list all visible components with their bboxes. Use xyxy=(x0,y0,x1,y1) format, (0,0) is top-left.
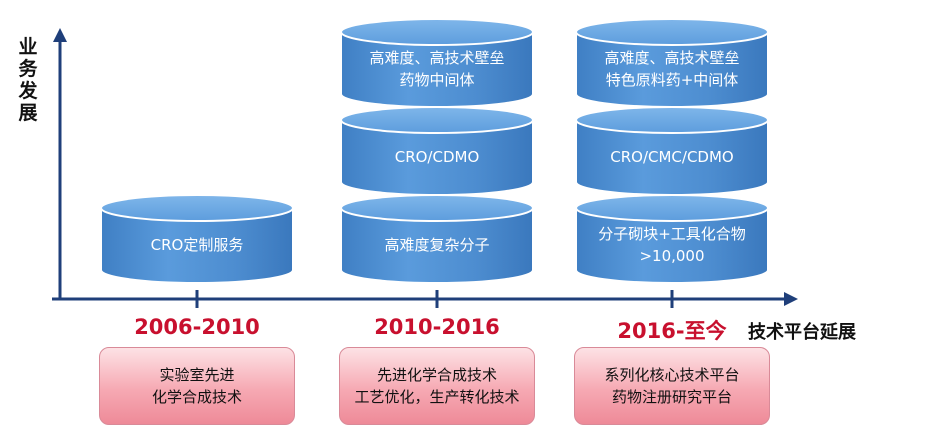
tech-line: 药物注册研究平台 xyxy=(611,388,732,406)
tech-line: 实验室先进 xyxy=(159,366,235,384)
cylinder-body xyxy=(575,207,769,284)
cylinder-label: 高难度复杂分子 xyxy=(384,236,489,254)
cylinder-body xyxy=(575,119,769,196)
tech-box: 实验室先进 化学合成技术 xyxy=(99,347,295,425)
cylinder-top xyxy=(100,194,294,222)
cylinder-label: 高难度、高技术壁垒 xyxy=(369,49,504,67)
cylinder-body xyxy=(340,207,534,284)
cylinder-top xyxy=(575,106,769,134)
cylinder-label: 药物中间体 xyxy=(399,71,474,89)
period-label: 2016-至今 xyxy=(617,319,727,343)
tech-box: 系列化核心技术平台 药物注册研究平台 xyxy=(574,347,770,425)
platform-stacks: CRO定制服务高难度复杂分子CRO/CDMO高难度、高技术壁垒药物中间体分子砌块… xyxy=(100,18,769,284)
cylinder-layer: CRO定制服务 xyxy=(100,194,294,284)
cylinder-label: 高难度、高技术壁垒 xyxy=(604,49,739,67)
y-axis-label: 业务发展 xyxy=(18,36,38,124)
tech-line: 化学合成技术 xyxy=(151,388,242,406)
cylinder-label: CRO/CMC/CDMO xyxy=(610,148,733,166)
cylinder-top xyxy=(575,18,769,46)
cylinder-label: CRO定制服务 xyxy=(151,236,244,254)
cylinder-stack: 分子砌块+工具化合物 >10,000 CRO/CMC/CDMO 高难度、高技术壁垒特色… xyxy=(575,18,769,284)
cylinder-body xyxy=(340,31,534,108)
period-label: 2006-2010 xyxy=(134,315,260,339)
cylinder-layer: CRO/CDMO xyxy=(340,106,534,196)
tech-line: 系列化核心技术平台 xyxy=(604,366,740,384)
cylinder-top xyxy=(340,106,534,134)
tech-line: 工艺优化，生产转化技术 xyxy=(354,388,520,406)
cylinder-layer: 高难度复杂分子 xyxy=(340,194,534,284)
cylinder-body xyxy=(100,207,294,284)
cylinder-body xyxy=(340,119,534,196)
cylinder-body xyxy=(575,31,769,108)
cylinder-top xyxy=(340,18,534,46)
cylinder-label: CRO/CDMO xyxy=(395,148,480,166)
y-axis-arrow xyxy=(53,28,67,42)
tech-box: 先进化学合成技术 工艺优化，生产转化技术 xyxy=(339,347,535,425)
tech-line: 先进化学合成技术 xyxy=(376,366,497,384)
cylinder-label: >10,000 xyxy=(639,247,704,265)
cylinder-label: 分子砌块+工具化合物 xyxy=(598,225,746,243)
cylinder-top xyxy=(575,194,769,222)
x-axis-label: 技术平台延展 xyxy=(748,322,856,343)
cylinder-top xyxy=(340,194,534,222)
x-axis-arrow xyxy=(784,292,798,306)
cylinder-layer: CRO/CMC/CDMO xyxy=(575,106,769,196)
cylinder-label: 特色原料药+中间体 xyxy=(606,71,739,89)
period-label: 2010-2016 xyxy=(374,315,500,339)
cylinder-stack: CRO定制服务 xyxy=(100,194,294,284)
cylinder-layer: 分子砌块+工具化合物 >10,000 xyxy=(575,194,769,284)
